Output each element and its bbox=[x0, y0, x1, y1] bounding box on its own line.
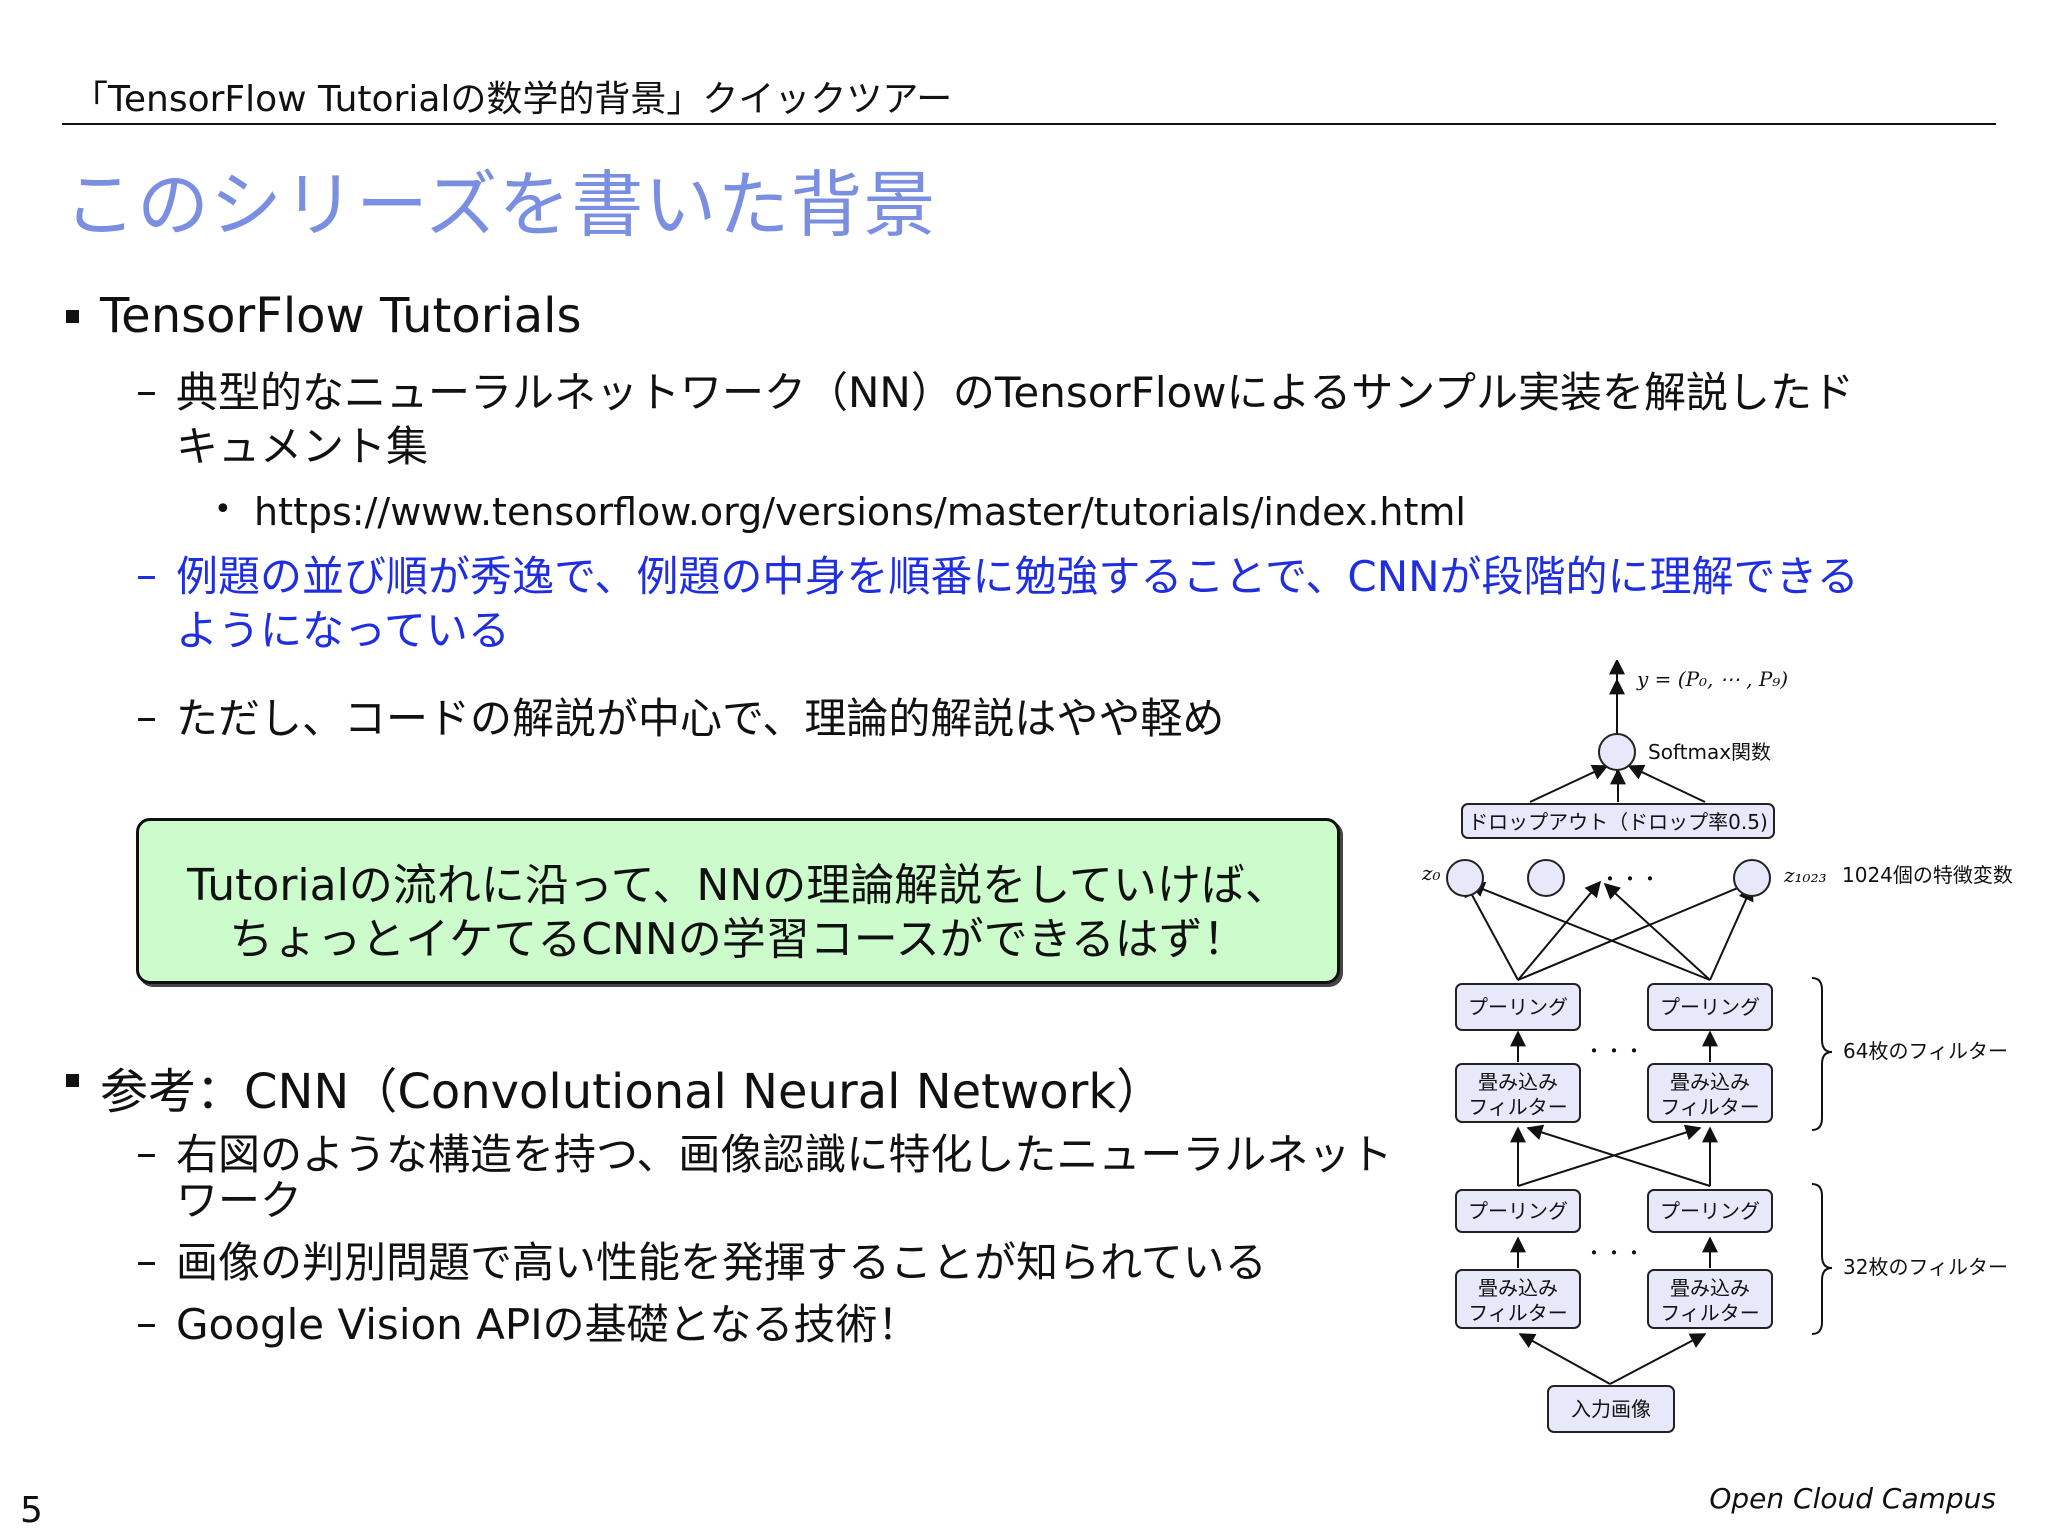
z1023-label: z₁₀₂₃ bbox=[1783, 863, 1827, 887]
dash-marker: – bbox=[136, 366, 157, 415]
brace-32 bbox=[1811, 1183, 1833, 1335]
dash-marker: – bbox=[136, 692, 157, 741]
input-label: 入力画像 bbox=[1571, 1397, 1651, 1421]
sub-bullet-line: キュメント集 bbox=[176, 422, 429, 471]
conv-label: フィルター bbox=[1660, 1301, 1760, 1325]
input-image-box bbox=[1547, 1385, 1675, 1433]
sub-bullet-line: ワーク bbox=[176, 1176, 303, 1225]
conv-label: 畳み込み bbox=[1478, 1276, 1558, 1300]
feature-node bbox=[1733, 859, 1771, 897]
sub-bullet-line-highlight: 例題の並び順が秀逸で、例題の中身を順番に勉強することで、CNNが段階的に理解でき… bbox=[176, 552, 1859, 601]
conv-label: 畳み込み bbox=[1478, 1070, 1558, 1094]
conv-filter-box bbox=[1647, 1063, 1773, 1123]
pooling-label: プーリング bbox=[1660, 1199, 1760, 1223]
pooling-box bbox=[1647, 983, 1773, 1031]
softmax-node bbox=[1598, 733, 1636, 771]
conv-label: フィルター bbox=[1468, 1301, 1568, 1325]
dot-bullet-icon: • bbox=[214, 492, 232, 527]
pooling-box bbox=[1647, 1189, 1773, 1233]
features-label: 1024個の特徴変数 bbox=[1842, 863, 2013, 887]
sub-bullet-line: 右図のような構造を持つ、画像認識に特化したニューラルネット bbox=[176, 1130, 1393, 1179]
pooling-box bbox=[1455, 1189, 1581, 1233]
conv-label: フィルター bbox=[1660, 1095, 1760, 1119]
brace-64 bbox=[1811, 977, 1833, 1131]
z0-label: z₀ bbox=[1421, 861, 1441, 885]
dash-marker: – bbox=[136, 1236, 157, 1285]
output-label: y = (P₀, ⋯ , P₉) bbox=[1636, 667, 1788, 691]
bullet-cnn-reference: 参考：CNN（Convolutional Neural Network） bbox=[100, 1064, 1165, 1120]
callout-line: ちょっとイケてるCNNの学習コースができるはず！ bbox=[229, 914, 1247, 965]
filters32-label: 32枚のフィルター bbox=[1843, 1255, 2008, 1279]
conv-filter-box bbox=[1455, 1063, 1581, 1123]
sub-bullet-line: Google Vision APIの基礎となる技術！ bbox=[176, 1300, 920, 1349]
sub-bullet-line: ただし、コードの解説が中心で、理論的解説はやや軽め bbox=[176, 694, 1225, 743]
dropout-label: ドロップアウト（ドロップ率0.5) bbox=[1468, 810, 1768, 834]
conv-label: フィルター bbox=[1468, 1095, 1568, 1119]
slide-title: このシリーズを書いた背景 bbox=[64, 163, 937, 247]
pooling-label: プーリング bbox=[1468, 1199, 1568, 1223]
conv-label: 畳み込み bbox=[1670, 1070, 1750, 1094]
bullet-square-icon bbox=[66, 1074, 79, 1087]
header-divider bbox=[62, 123, 1996, 125]
header-title: 「TensorFlow Tutorialの数学的背景」クイックツアー bbox=[72, 79, 953, 120]
bullet-tensorflow-tutorials: TensorFlow Tutorials bbox=[100, 288, 582, 344]
pooling-label: プーリング bbox=[1660, 995, 1760, 1019]
tutorials-url-link[interactable]: https://www.tensorflow.org/versions/mast… bbox=[254, 490, 1466, 534]
conv-filter-box bbox=[1647, 1269, 1773, 1329]
sub-bullet-line: 典型的なニューラルネットワーク（NN）のTensorFlowによるサンプル実装を… bbox=[176, 368, 1855, 417]
feature-node bbox=[1446, 859, 1484, 897]
conv-filter-box bbox=[1455, 1269, 1581, 1329]
footer-brand: Open Cloud Campus bbox=[1709, 1482, 1996, 1515]
pooling-label: プーリング bbox=[1468, 995, 1568, 1019]
filters64-label: 64枚のフィルター bbox=[1843, 1039, 2008, 1063]
ellipsis: ・・・ bbox=[1584, 1241, 1644, 1265]
sub-bullet-line-highlight: ようになっている bbox=[176, 606, 510, 655]
callout-box: Tutorialの流れに沿って、NNの理論解説をしていけば、 ちょっとイケてるC… bbox=[136, 818, 1340, 984]
sub-bullet-line: 画像の判別問題で高い性能を発揮することが知られている bbox=[176, 1238, 1267, 1287]
ellipsis: ・・・ bbox=[1600, 867, 1660, 891]
softmax-label: Softmax関数 bbox=[1648, 740, 1771, 764]
bullet-square-icon bbox=[66, 310, 79, 323]
pooling-box bbox=[1455, 983, 1581, 1031]
dash-marker: – bbox=[136, 1128, 157, 1177]
dropout-box bbox=[1461, 803, 1775, 839]
callout-line: Tutorialの流れに沿って、NNの理論解説をしていけば、 bbox=[187, 860, 1289, 911]
conv-label: 畳み込み bbox=[1670, 1276, 1750, 1300]
cnn-architecture-diagram: y = (P₀, ⋯ , P₉) Softmax関数 ドロップアウト（ドロップ率… bbox=[1421, 660, 2013, 1433]
page-number: 5 bbox=[20, 1490, 43, 1531]
dash-marker: – bbox=[136, 550, 157, 599]
dash-marker: – bbox=[136, 1298, 157, 1347]
feature-node bbox=[1527, 859, 1565, 897]
ellipsis: ・・・ bbox=[1584, 1039, 1644, 1063]
